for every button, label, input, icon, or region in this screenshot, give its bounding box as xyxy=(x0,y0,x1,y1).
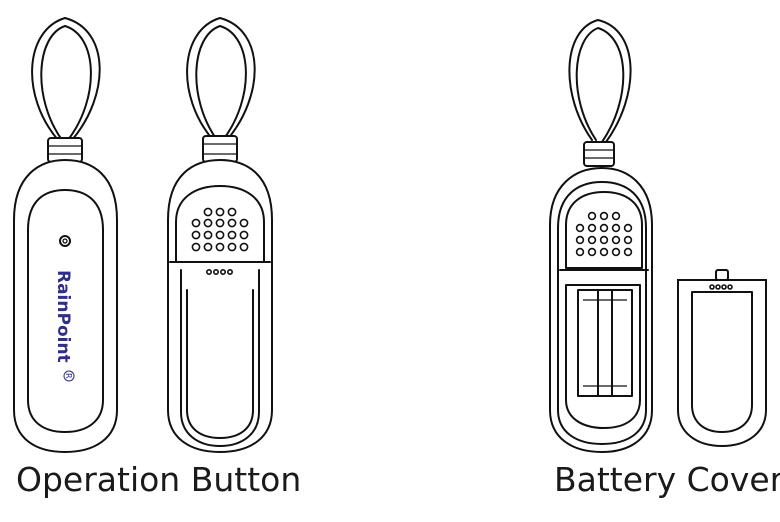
device-back-view xyxy=(167,17,273,454)
caption-operation-button: Operation Button xyxy=(16,460,302,499)
indicator-hole xyxy=(59,235,71,247)
lower-slot xyxy=(186,289,254,439)
battery-cover-inner xyxy=(691,291,753,433)
registered-mark-ring xyxy=(63,370,75,382)
battery-cover-dots xyxy=(709,284,733,290)
lanyard-loop-back xyxy=(186,17,256,141)
speaker-cap-open xyxy=(565,191,643,269)
lanyard-collar-back xyxy=(202,135,238,163)
lanyard-collar-front xyxy=(47,137,83,163)
registered-mark: R xyxy=(64,373,73,379)
lanyard-loop-front xyxy=(31,17,101,141)
front-panel xyxy=(27,189,104,433)
device-front-view: RainPoint R xyxy=(13,17,118,454)
speaker-grille-open xyxy=(575,211,633,257)
caption-battery-cover: Battery Cover xyxy=(554,460,780,499)
speaker-grille xyxy=(191,207,249,252)
lanyard-collar-open xyxy=(583,141,615,167)
device-body-back xyxy=(167,158,273,454)
device-body-front xyxy=(13,158,118,454)
brand-logo-text: RainPoint xyxy=(53,270,73,363)
lanyard-loop-open xyxy=(568,19,632,143)
battery-cover-tab xyxy=(715,269,729,281)
operation-button-dots xyxy=(206,268,234,275)
battery-cover-outer xyxy=(677,279,767,448)
battery-compartment xyxy=(565,284,641,429)
speaker-cap xyxy=(175,185,265,263)
brand-logo: RainPoint xyxy=(53,270,73,363)
device-open-view xyxy=(549,19,653,454)
battery-cover-part xyxy=(677,269,767,448)
